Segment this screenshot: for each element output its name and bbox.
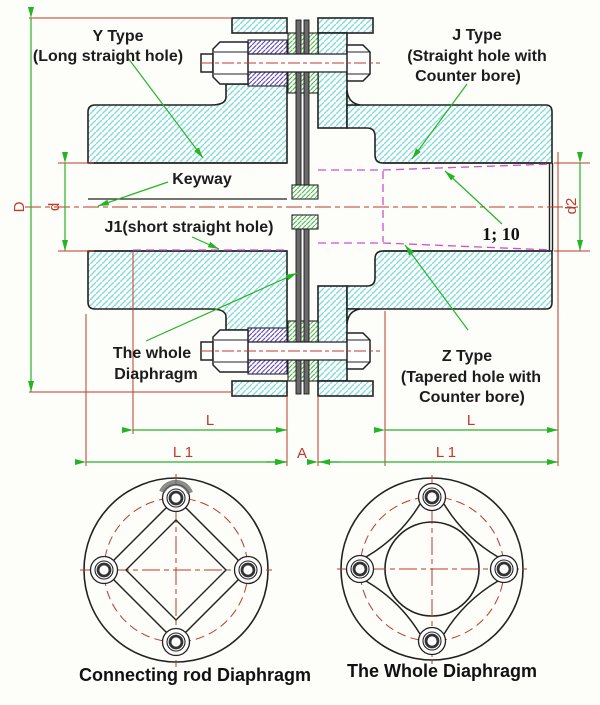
right-flange-plate-top xyxy=(317,32,348,129)
spacer xyxy=(247,39,288,55)
j-type-label-line2: (Straight hole with xyxy=(407,48,547,65)
dimension-labels: D d d2 L L L 1 L 1 A xyxy=(11,198,580,462)
inner-diamond xyxy=(125,519,227,621)
cross-section-view: Y Type (Long straight hole) J Type (Stra… xyxy=(11,7,590,466)
left-hub xyxy=(87,17,288,397)
right-view-caption: The Whole Diaphragm xyxy=(347,661,537,681)
left-flange-rim-top xyxy=(231,17,288,34)
left-hub-lower-half xyxy=(87,250,288,331)
taper-ratio-label: 1; 10 xyxy=(482,224,520,244)
dim-label-L1-right: L 1 xyxy=(436,444,456,461)
bolt-bushings-and-spacers xyxy=(247,32,319,382)
dim-label-L1-left: L 1 xyxy=(173,444,193,461)
z-type-label-line2: (Tapered hole with xyxy=(401,369,541,386)
whole-diaphragm-view: The Whole Diaphragm xyxy=(337,475,537,681)
diaphragm-web-arcs xyxy=(365,503,499,635)
center-pilot-rings xyxy=(291,184,319,230)
leader-whole-diaphragm xyxy=(145,272,298,342)
dim-label-d2: d2 xyxy=(563,198,580,215)
taper-hole-bottom xyxy=(318,242,553,251)
j1-label: J1(short straight hole) xyxy=(105,219,274,236)
bolt-holes xyxy=(89,483,263,657)
leader-y-type xyxy=(127,57,204,159)
leader-z-type xyxy=(404,244,469,331)
dim-label-d: d xyxy=(46,203,63,211)
spacer xyxy=(247,327,288,343)
leader-arrows xyxy=(97,57,503,342)
left-hub-upper-half xyxy=(87,83,288,164)
y-type-label-line2: (Long straight hole) xyxy=(33,48,183,65)
left-view-caption: Connecting rod Diaphragm xyxy=(79,665,311,685)
dim-label-D: D xyxy=(11,201,28,212)
spacer xyxy=(247,71,288,87)
whole-diaphragm-label-line2: Diaphragm xyxy=(114,366,198,383)
right-hub-lower-half xyxy=(346,250,553,310)
dim-label-L-right: L xyxy=(467,412,475,429)
dim-label-L-left: L xyxy=(206,412,214,429)
right-hub-fillet-bottom xyxy=(346,308,361,325)
leader-keyway xyxy=(97,181,169,207)
centerlines-and-extensions xyxy=(25,17,590,466)
keyway-label: Keyway xyxy=(172,171,232,188)
leader-taper-ratio xyxy=(444,170,503,225)
right-flange-plate-bottom xyxy=(317,285,348,382)
z-type-label-line1: Z Type xyxy=(442,348,492,365)
right-hub-fillet-top xyxy=(346,89,361,106)
z-type-label-line3: Counter bore) xyxy=(419,389,525,406)
bushing xyxy=(287,359,319,382)
bushing xyxy=(287,71,319,94)
annotation-labels: Y Type (Long straight hole) J Type (Stra… xyxy=(33,27,547,406)
left-flange-rim-bottom xyxy=(231,380,288,397)
dimension-lines xyxy=(28,7,583,465)
y-type-label-line1: Y Type xyxy=(93,28,144,45)
leader-j-type xyxy=(411,83,468,160)
bolt-holes xyxy=(345,482,519,656)
right-hub xyxy=(317,17,553,397)
right-hub-upper-half xyxy=(346,104,553,164)
right-flange-rim-bottom xyxy=(317,380,374,397)
bushing xyxy=(287,32,319,55)
spacer xyxy=(247,359,288,375)
dim-label-A: A xyxy=(297,445,307,462)
connecting-rod-diaphragm-view: Connecting rod Diaphragm xyxy=(79,474,311,685)
bolt-heads xyxy=(346,44,371,370)
right-flange-rim-top xyxy=(317,17,374,34)
bushing xyxy=(287,320,319,343)
j-type-label-line1: J Type xyxy=(452,27,502,44)
whole-diaphragm-label-line1: The whole xyxy=(113,345,191,362)
j-type-label-line3: Counter bore) xyxy=(415,68,521,85)
taper-hole-top xyxy=(318,163,553,171)
shading-smudge xyxy=(159,479,193,495)
leader-j1 xyxy=(191,236,220,250)
phantom-hole-lines xyxy=(133,163,553,251)
